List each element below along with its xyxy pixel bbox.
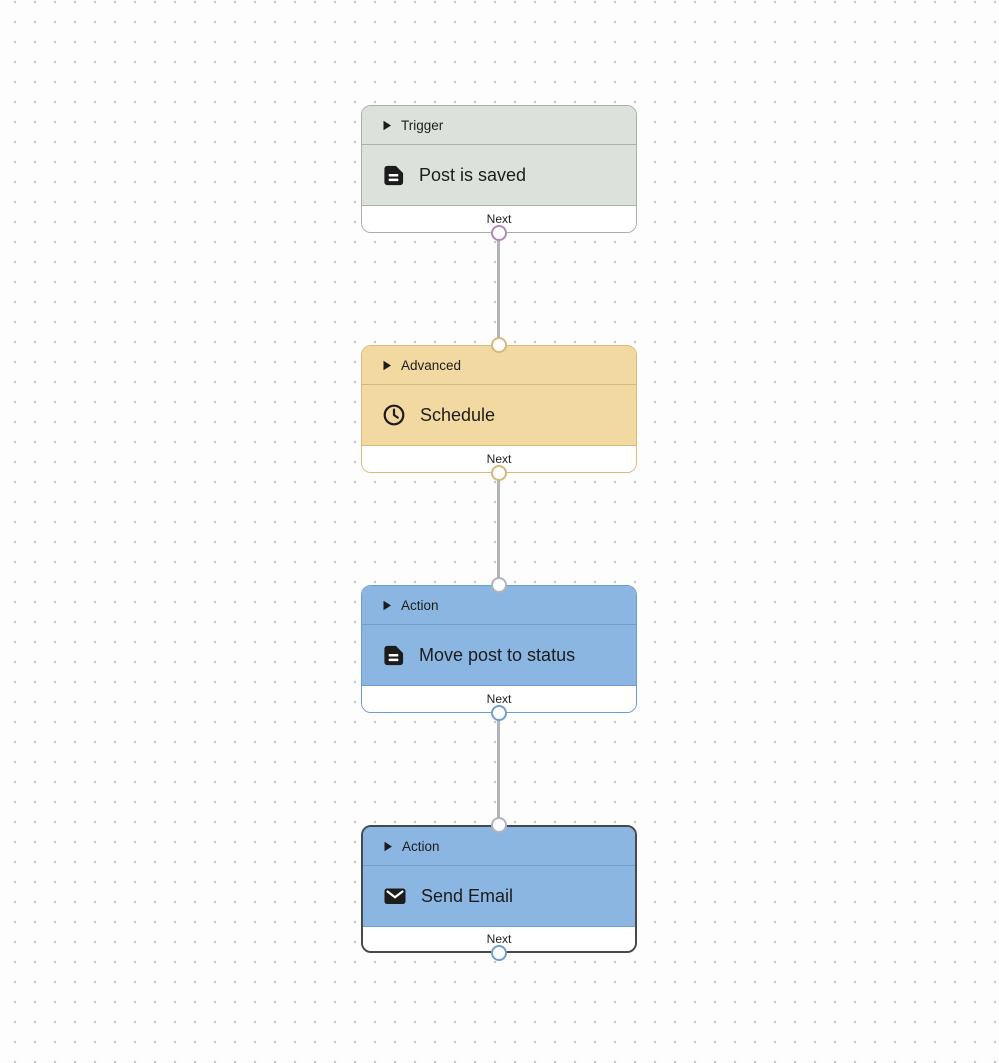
output-port-trigger[interactable] (491, 225, 507, 241)
node-body: Move post to status (362, 625, 636, 686)
node-category-label: Trigger (401, 117, 444, 133)
node-title: Schedule (420, 404, 496, 425)
workflow-node-action-send-email[interactable]: Action Send Email Next (361, 825, 637, 953)
node-body: Post is saved (362, 145, 636, 206)
output-port-move-post-to-status[interactable] (491, 705, 507, 721)
next-handle-label: Next (486, 212, 512, 226)
node-category-label: Action (402, 838, 440, 854)
node-body: Send Email (363, 866, 635, 927)
output-port-send-email[interactable] (491, 945, 507, 961)
clock-icon (383, 404, 405, 426)
document-icon (384, 165, 404, 185)
next-handle-label: Next (486, 692, 512, 706)
node-header: Action (363, 827, 635, 866)
document-icon (384, 645, 404, 665)
expand-triangle-icon[interactable] (382, 360, 392, 371)
input-port-schedule[interactable] (491, 337, 507, 353)
input-port-move-post-to-status[interactable] (491, 577, 507, 593)
input-port-send-email[interactable] (491, 817, 507, 833)
node-category-label: Advanced (401, 357, 462, 373)
edge-move-post-to-send-email[interactable] (497, 713, 500, 825)
node-title: Send Email (421, 885, 514, 906)
node-category-label: Action (401, 597, 439, 613)
output-port-schedule[interactable] (491, 465, 507, 481)
next-handle-label: Next (486, 932, 512, 946)
workflow-node-trigger-post-is-saved[interactable]: Trigger Post is saved Next (361, 105, 637, 233)
edge-trigger-to-schedule[interactable] (497, 233, 500, 345)
node-title: Move post to status (419, 644, 576, 665)
workflow-node-action-move-post-to-status[interactable]: Action Move post to status Next (361, 585, 637, 713)
expand-triangle-icon[interactable] (382, 600, 392, 611)
node-body: Schedule (362, 385, 636, 446)
next-handle-label: Next (486, 452, 512, 466)
node-title: Post is saved (419, 164, 527, 185)
mail-icon (384, 888, 406, 904)
expand-triangle-icon[interactable] (383, 841, 393, 852)
expand-triangle-icon[interactable] (382, 120, 392, 131)
node-header: Trigger (362, 106, 636, 145)
edge-schedule-to-move-post[interactable] (497, 473, 500, 585)
workflow-node-advanced-schedule[interactable]: Advanced Schedule Next (361, 345, 637, 473)
